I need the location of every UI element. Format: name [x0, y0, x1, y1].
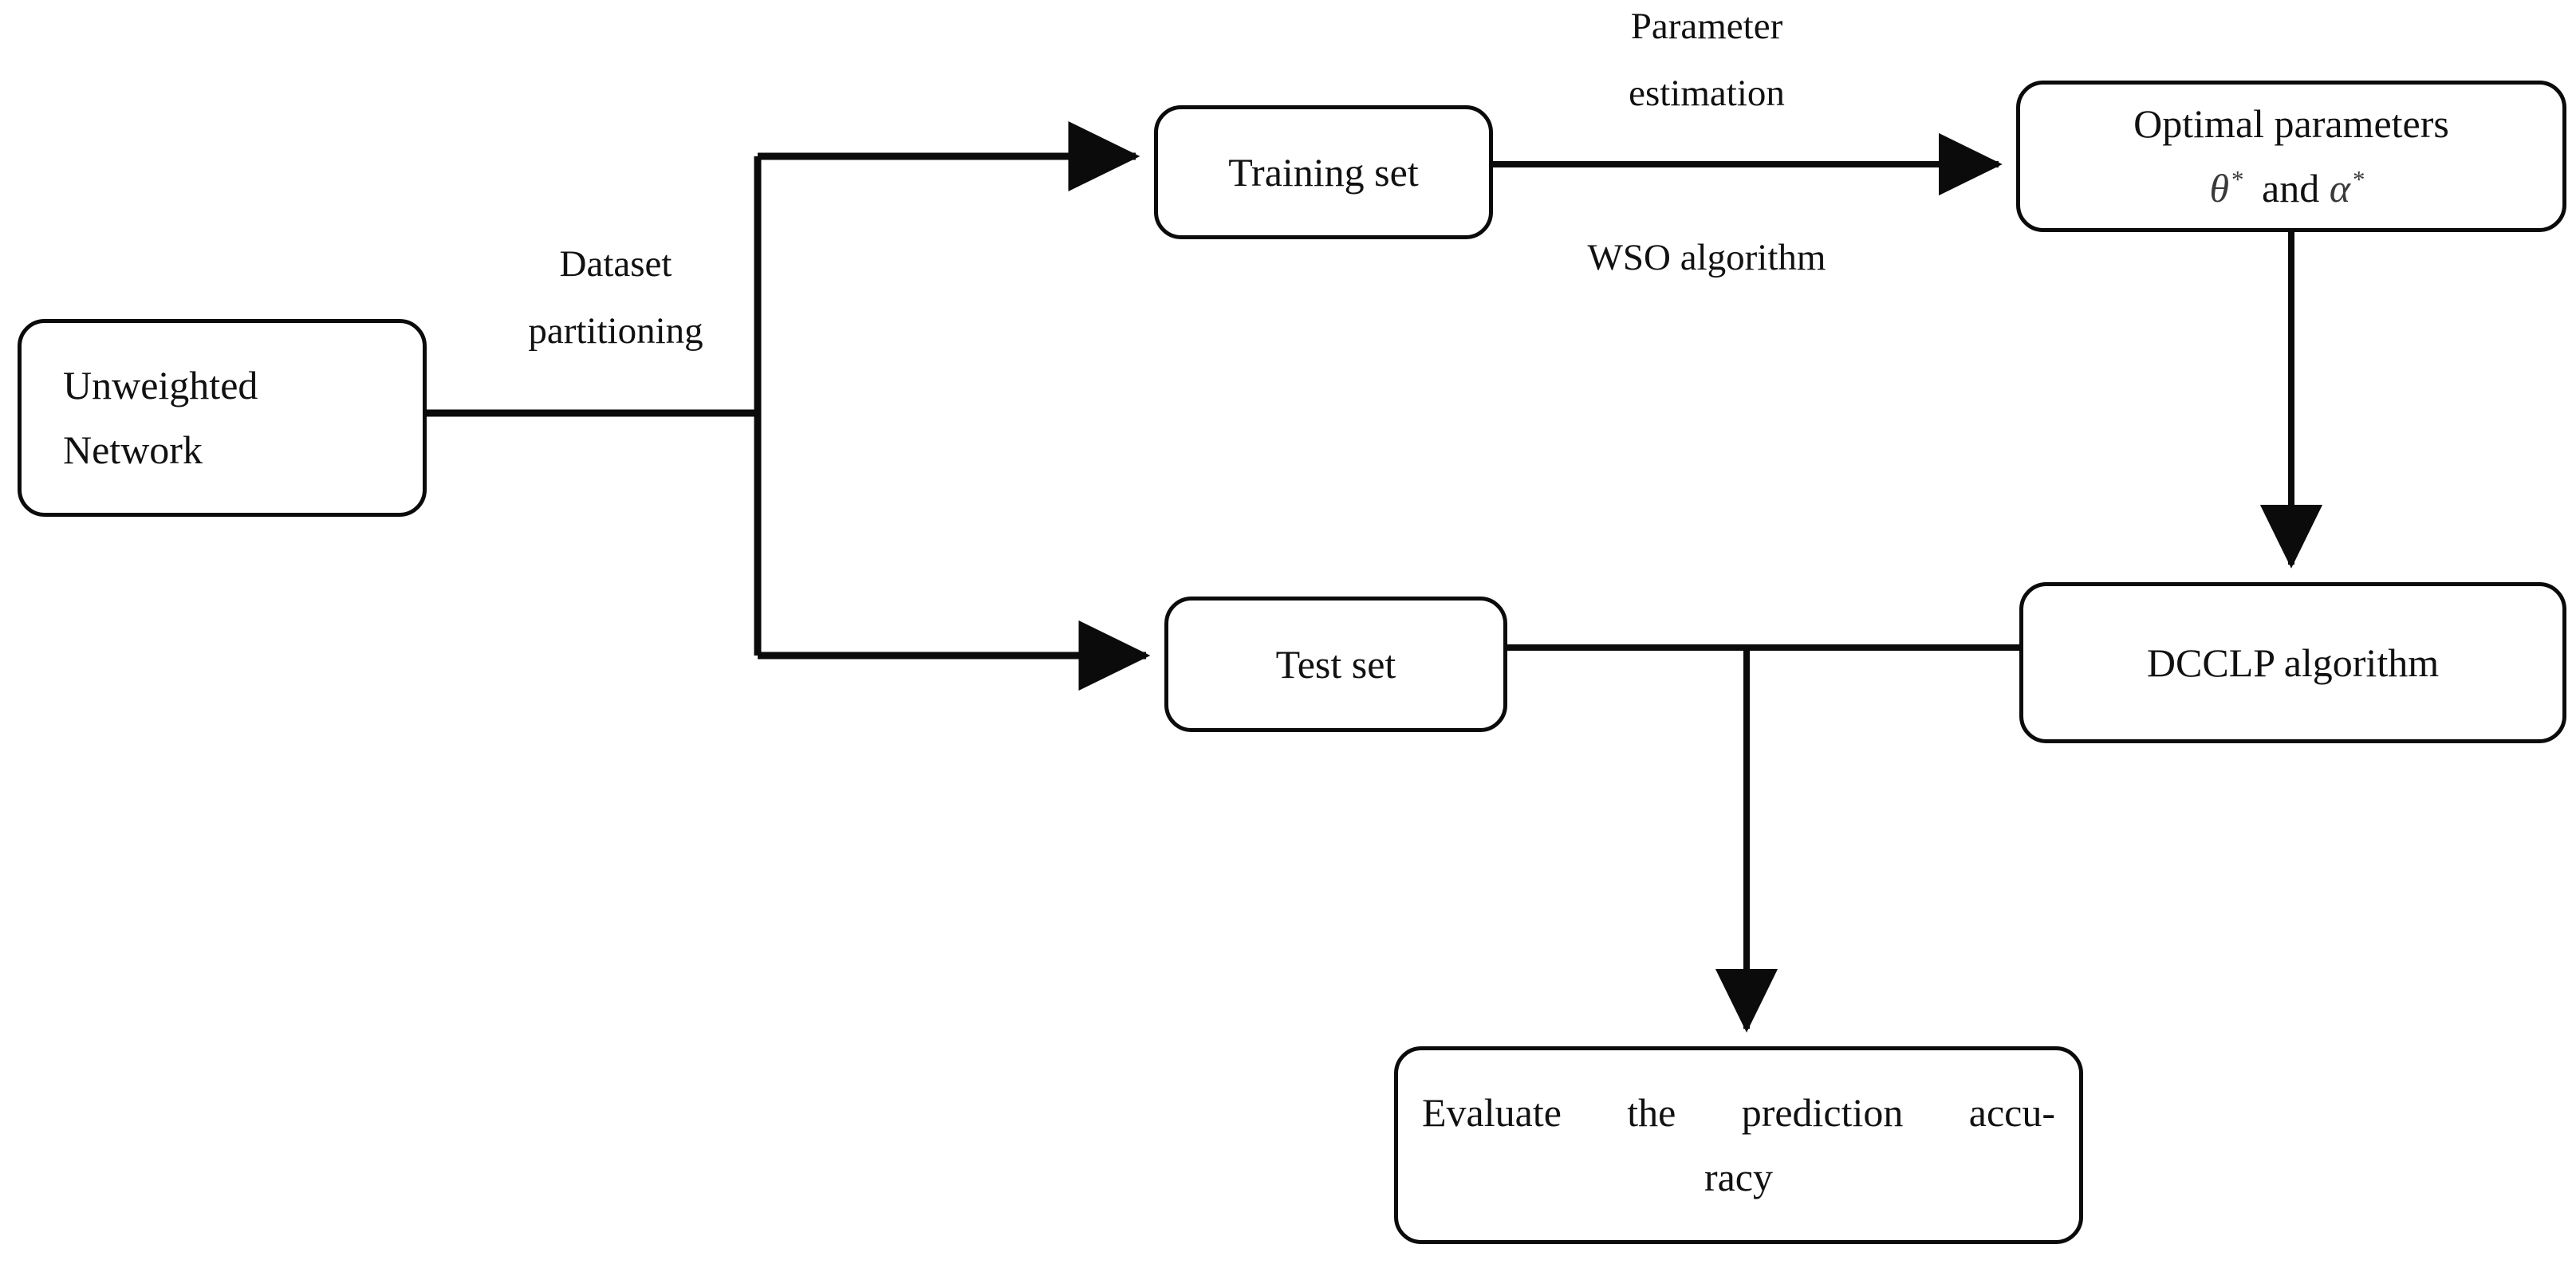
node-dcclp-algorithm-label: DCCLP algorithm [2146, 640, 2440, 685]
node-test-set[interactable]: Test set [1164, 597, 1507, 732]
node-optimal-parameters-line1: Optimal parameters [2133, 101, 2449, 146]
node-optimal-parameters-math: θ* and α* [2044, 156, 2539, 221]
node-evaluate-accuracy-line1: Evaluate the prediction accu- [1422, 1090, 2055, 1135]
and-word: and [2251, 166, 2330, 211]
node-unweighted-network-line1: Unweighted [63, 363, 258, 408]
node-evaluate-accuracy-line2: racy [1704, 1155, 1774, 1199]
edge-label-parameter-estimation: Parameter estimation [1629, 6, 1785, 114]
node-optimal-parameters[interactable]: Optimal parameters θ* and α* [2016, 81, 2566, 232]
node-training-set[interactable]: Training set [1154, 105, 1493, 239]
node-evaluate-accuracy[interactable]: Evaluate the prediction accu- racy [1394, 1046, 2083, 1244]
node-dcclp-algorithm[interactable]: DCCLP algorithm [2019, 582, 2566, 743]
theta-star: * [2231, 165, 2244, 194]
alpha-star: * [2353, 165, 2365, 194]
alpha-symbol: α [2329, 166, 2350, 211]
theta-symbol: θ [2209, 166, 2230, 211]
edge-label-dataset-partitioning: Dataset partitioning [528, 243, 703, 352]
node-optimal-parameters-label: Optimal parameters θ* and α* [2020, 92, 2562, 221]
node-unweighted-network-line2: Network [63, 427, 203, 472]
node-evaluate-accuracy-label: Evaluate the prediction accu- racy [1398, 1081, 2079, 1210]
node-training-set-label: Training set [1228, 149, 1419, 195]
node-test-set-label: Test set [1275, 641, 1396, 687]
edge-label-wso-algorithm: WSO algorithm [1587, 237, 1826, 278]
